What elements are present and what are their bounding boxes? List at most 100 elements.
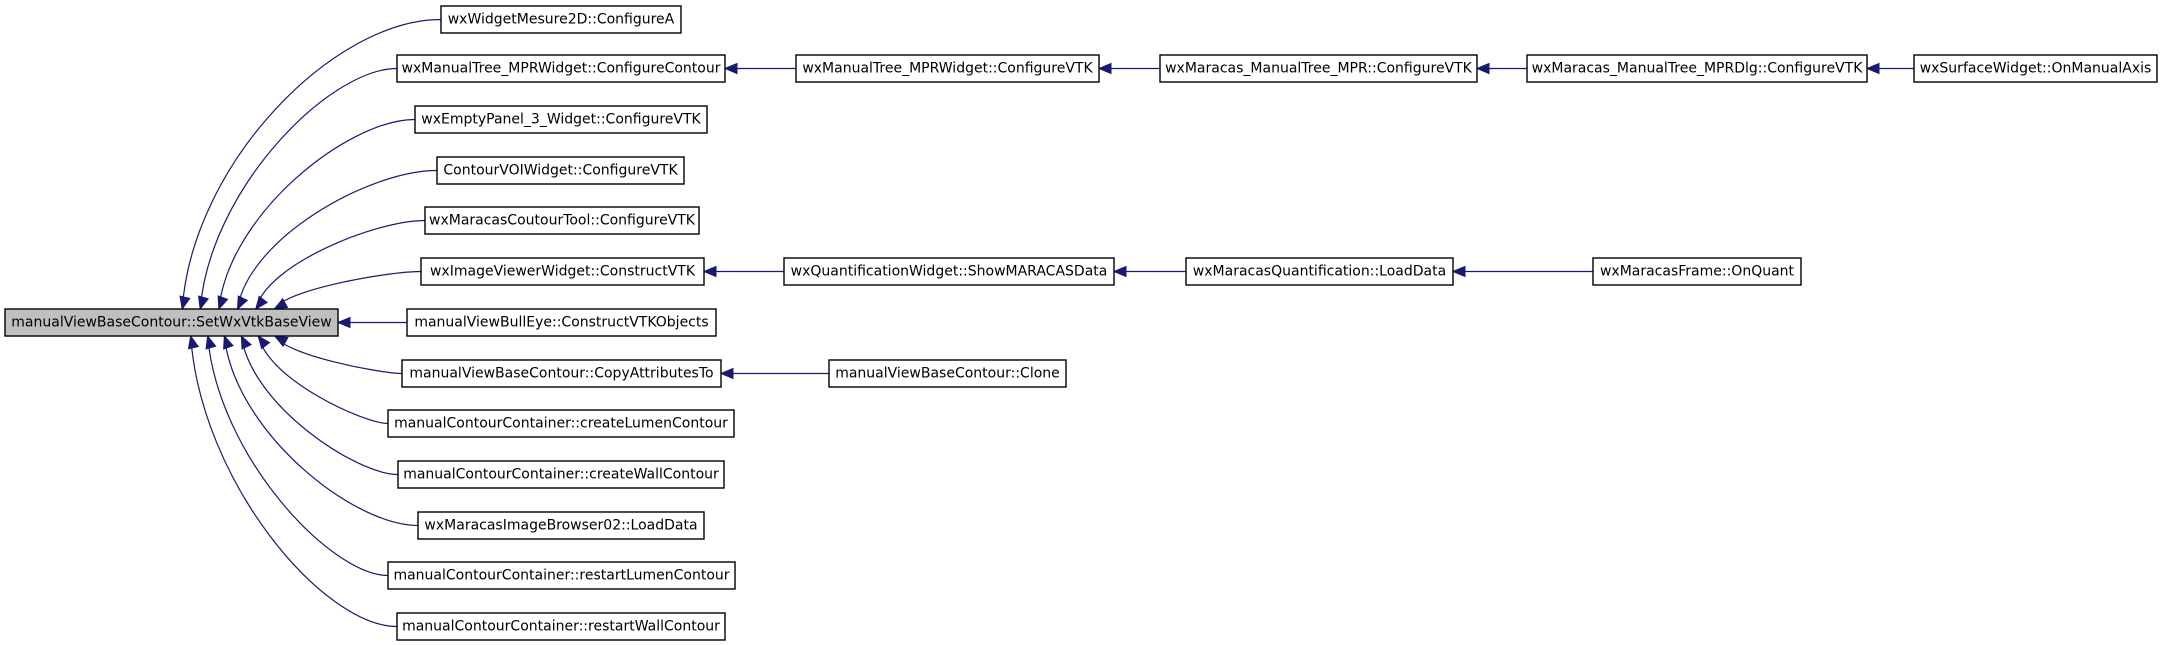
node-box[interactable] bbox=[420, 257, 705, 286]
arrowhead bbox=[1112, 265, 1127, 278]
node-label: wxManualTree_MPRWidget::ConfigureContour bbox=[402, 61, 721, 77]
node-box[interactable] bbox=[387, 409, 735, 438]
node-box[interactable] bbox=[795, 54, 1100, 83]
caller-node[interactable]: manualContourContainer::createWallContou… bbox=[397, 460, 725, 489]
node-label: manualContourContainer::restartLumenCont… bbox=[393, 568, 729, 584]
caller-node[interactable]: manualContourContainer::createLumenConto… bbox=[387, 409, 735, 438]
node-box[interactable] bbox=[417, 511, 705, 540]
arrowhead bbox=[197, 295, 210, 311]
edge-n15-to-n14 bbox=[1097, 62, 1160, 75]
caller-node[interactable]: manualViewBaseContour::Clone bbox=[828, 359, 1067, 388]
caller-node[interactable]: wxMaracasQuantification::LoadData bbox=[1185, 257, 1454, 286]
arrowhead bbox=[257, 334, 271, 350]
caller-node[interactable]: wxQuantificationWidget::ShowMARACASData bbox=[783, 257, 1115, 286]
arrowhead bbox=[255, 295, 269, 311]
caller-node[interactable]: manualViewBullEye::ConstructVTKObjects bbox=[406, 308, 717, 337]
node-box[interactable] bbox=[397, 460, 725, 489]
edge-n4-to-n0 bbox=[236, 169, 438, 311]
edge-n16-to-n15 bbox=[1475, 62, 1527, 75]
node-box[interactable] bbox=[4, 308, 339, 337]
node-label: wxMaracasFrame::OnQuant bbox=[1600, 264, 1795, 280]
node-label: wxMaracas_ManualTree_MPR::ConfigureVTK bbox=[1165, 61, 1473, 77]
arrowhead bbox=[179, 295, 191, 311]
edge-line bbox=[223, 335, 419, 527]
node-label: wxMaracasImageBrowser02::LoadData bbox=[424, 518, 697, 534]
edge-n5-to-n0 bbox=[255, 219, 426, 311]
caller-node[interactable]: ContourVOIWidget::ConfigureVTK bbox=[436, 156, 685, 185]
caller-node[interactable]: manualViewBaseContour::CopyAttributesTo bbox=[401, 359, 722, 388]
node-box[interactable] bbox=[440, 5, 682, 34]
caller-node[interactable]: wxSurfaceWidget::OnManualAxis bbox=[1913, 54, 2158, 83]
node-label: manualViewBaseContour::CopyAttributesTo bbox=[409, 366, 713, 382]
edge-n19-to-n18 bbox=[1112, 265, 1186, 278]
node-box[interactable] bbox=[396, 612, 726, 641]
node-box[interactable] bbox=[1159, 54, 1478, 83]
arrowhead bbox=[1865, 62, 1880, 75]
caller-node[interactable]: wxMaracasCoutourTool::ConfigureVTK bbox=[424, 206, 700, 235]
arrowhead bbox=[1475, 62, 1490, 75]
caller-node[interactable]: wxMaracasImageBrowser02::LoadData bbox=[417, 511, 705, 540]
caller-node[interactable]: wxWidgetMesure2D::ConfigureA bbox=[440, 5, 682, 34]
node-box[interactable] bbox=[1526, 54, 1868, 83]
node-box[interactable] bbox=[424, 206, 700, 235]
caller-node[interactable]: wxMaracas_ManualTree_MPR::ConfigureVTK bbox=[1159, 54, 1478, 83]
node-label: wxQuantificationWidget::ShowMARACASData bbox=[791, 264, 1108, 280]
edge-line bbox=[181, 18, 442, 310]
caller-node[interactable]: wxManualTree_MPRWidget::ConfigureContour bbox=[396, 54, 726, 83]
node-box[interactable] bbox=[1913, 54, 2158, 83]
caller-node[interactable]: wxMaracasFrame::OnQuant bbox=[1592, 257, 1802, 286]
edge-n17-to-n16 bbox=[1865, 62, 1914, 75]
node-label: wxEmptyPanel_3_Widget::ConfigureVTK bbox=[421, 112, 701, 128]
edge-n7-to-n0 bbox=[336, 316, 407, 329]
caller-node[interactable]: wxManualTree_MPRWidget::ConfigureVTK bbox=[795, 54, 1100, 83]
arrowhead bbox=[240, 334, 252, 350]
edge-line bbox=[199, 67, 398, 310]
edge-n18-to-n6 bbox=[702, 265, 784, 278]
arrowhead bbox=[237, 295, 249, 311]
edge-n2-to-n0 bbox=[197, 67, 398, 311]
edge-n12-to-n0 bbox=[205, 334, 389, 577]
node-box[interactable] bbox=[436, 156, 685, 185]
node-label: wxMaracas_ManualTree_MPRDlg::ConfigureVT… bbox=[1532, 61, 1864, 77]
root-node[interactable]: manualViewBaseContour::SetWxVtkBaseView bbox=[4, 308, 339, 337]
arrowhead bbox=[1097, 62, 1112, 75]
node-box[interactable] bbox=[783, 257, 1115, 286]
arrowhead bbox=[223, 334, 234, 350]
edge-n14-to-n2 bbox=[723, 62, 796, 75]
node-label: wxManualTree_MPRWidget::ConfigureVTK bbox=[802, 61, 1093, 77]
caller-node[interactable]: manualContourContainer::restartLumenCont… bbox=[387, 561, 736, 590]
node-box[interactable] bbox=[406, 308, 717, 337]
node-box[interactable] bbox=[1592, 257, 1802, 286]
node-label: manualViewBaseContour::SetWxVtkBaseView bbox=[11, 315, 331, 331]
edge-n13-to-n0 bbox=[187, 334, 398, 628]
arrowhead bbox=[723, 62, 738, 75]
arrowhead bbox=[702, 265, 717, 278]
node-label: ContourVOIWidget::ConfigureVTK bbox=[443, 163, 678, 179]
node-box[interactable] bbox=[401, 359, 722, 388]
edge-n20-to-n19 bbox=[1451, 265, 1593, 278]
node-box[interactable] bbox=[396, 54, 726, 83]
edge-n1-to-n0 bbox=[179, 18, 442, 311]
edge-n3-to-n0 bbox=[217, 118, 416, 311]
edge-line bbox=[274, 335, 403, 375]
arrowhead bbox=[187, 334, 200, 350]
arrowhead bbox=[1451, 265, 1466, 278]
node-label: manualViewBaseContour::Clone bbox=[835, 366, 1060, 382]
node-label: wxSurfaceWidget::OnManualAxis bbox=[1920, 61, 2152, 77]
caller-node[interactable]: manualContourContainer::restartWallConto… bbox=[396, 612, 726, 641]
node-label: manualContourContainer::createLumenConto… bbox=[394, 416, 728, 432]
edge-line bbox=[236, 169, 438, 310]
caller-node[interactable]: wxEmptyPanel_3_Widget::ConfigureVTK bbox=[414, 105, 708, 134]
node-box[interactable] bbox=[828, 359, 1067, 388]
arrowhead bbox=[205, 334, 217, 350]
caller-node[interactable]: wxImageViewerWidget::ConstructVTK bbox=[420, 257, 705, 286]
edge-line bbox=[255, 219, 426, 310]
node-box[interactable] bbox=[414, 105, 708, 134]
node-box[interactable] bbox=[387, 561, 736, 590]
edge-n11-to-n0 bbox=[223, 334, 419, 527]
node-label: manualContourContainer::restartWallConto… bbox=[402, 619, 720, 635]
node-box[interactable] bbox=[1185, 257, 1454, 286]
node-label: manualViewBullEye::ConstructVTKObjects bbox=[414, 315, 708, 331]
caller-node[interactable]: wxMaracas_ManualTree_MPRDlg::ConfigureVT… bbox=[1526, 54, 1868, 83]
